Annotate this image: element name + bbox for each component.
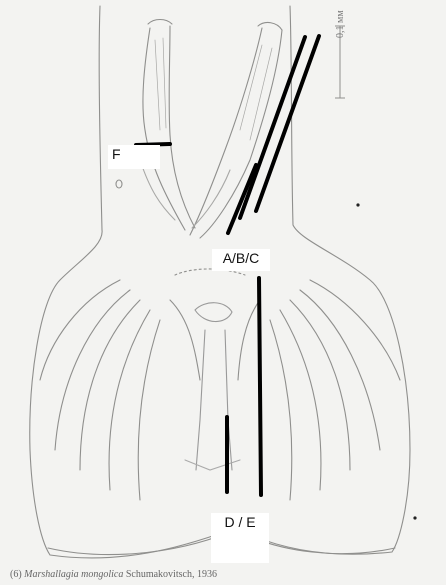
body-outline-left [30,6,230,558]
marker-a [240,37,305,218]
label-abc: A/B/C [212,249,270,271]
caption-number: (6) [10,569,22,580]
figure-caption: (6) Marshallagia mongolica Schumakovitsc… [10,569,440,580]
bursa-lower-left [48,532,230,555]
caption-species: Marshallagia mongolica [24,569,123,580]
caption-author: Schumakovitsch, 1936 [126,569,217,580]
label-de: D / E [211,513,269,563]
marker-e [259,278,261,495]
marker-c [228,165,256,233]
marker-b [256,36,319,211]
body-outline-right [240,6,410,554]
label-f: F [108,145,160,169]
bursal-ray [55,290,130,450]
scale-bar-label: 0,1 мм [335,10,346,38]
spicule-right [190,28,262,235]
